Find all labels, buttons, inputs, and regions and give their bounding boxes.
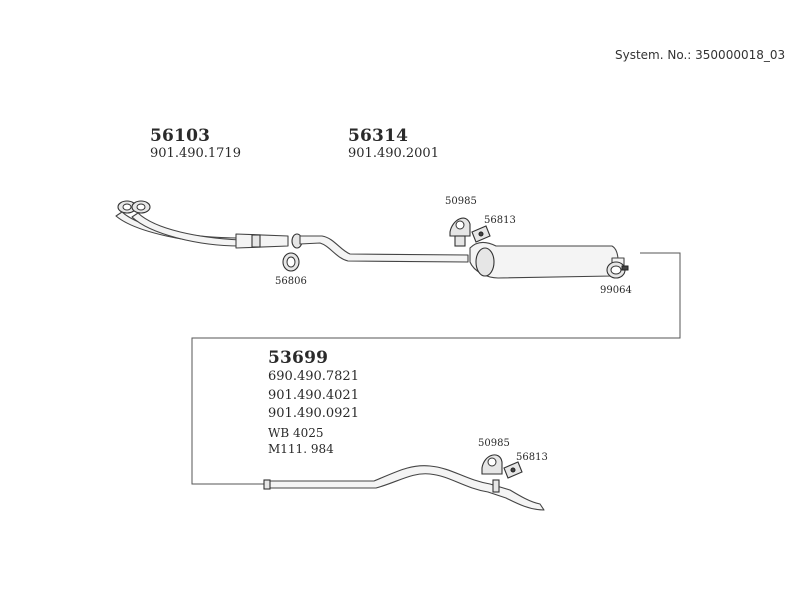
- rubber-hanger-50985-top[interactable]: [449, 217, 471, 247]
- rear-pipe-53699[interactable]: [263, 465, 545, 511]
- bracket-56813-top[interactable]: [471, 225, 491, 243]
- ref-53699-5: M111. 984: [268, 442, 334, 456]
- label-50985-bottom: 50985: [478, 438, 510, 449]
- ref-53699-3: 901.490.0921: [268, 406, 359, 421]
- ref-53699-1: 690.490.7821: [268, 369, 359, 384]
- ref-56314-1: 901.490.2001: [348, 146, 439, 161]
- ref-53699-4: WB 4025: [268, 426, 324, 440]
- part-number-53699: 53699: [268, 348, 329, 368]
- label-50985-top: 50985: [445, 196, 477, 207]
- label-99064: 99064: [600, 285, 632, 296]
- rubber-hanger-50985-bottom[interactable]: [481, 454, 503, 475]
- gasket-56806[interactable]: [282, 252, 300, 272]
- front-pipe-56103[interactable]: [115, 200, 289, 249]
- bracket-56813-bottom[interactable]: [503, 461, 523, 479]
- label-56813-top: 56813: [484, 215, 516, 226]
- ref-56103-1: 901.490.1719: [150, 146, 241, 161]
- label-56806: 56806: [275, 276, 307, 287]
- label-56813-bottom: 56813: [516, 452, 548, 463]
- system-number: System. No.: 350000018_03: [615, 48, 786, 62]
- connector-line: [191, 252, 681, 485]
- part-number-56314: 56314: [348, 126, 409, 146]
- ref-53699-2: 901.490.4021: [268, 388, 359, 403]
- part-number-56103: 56103: [150, 126, 211, 146]
- clamp-99064[interactable]: [606, 261, 629, 279]
